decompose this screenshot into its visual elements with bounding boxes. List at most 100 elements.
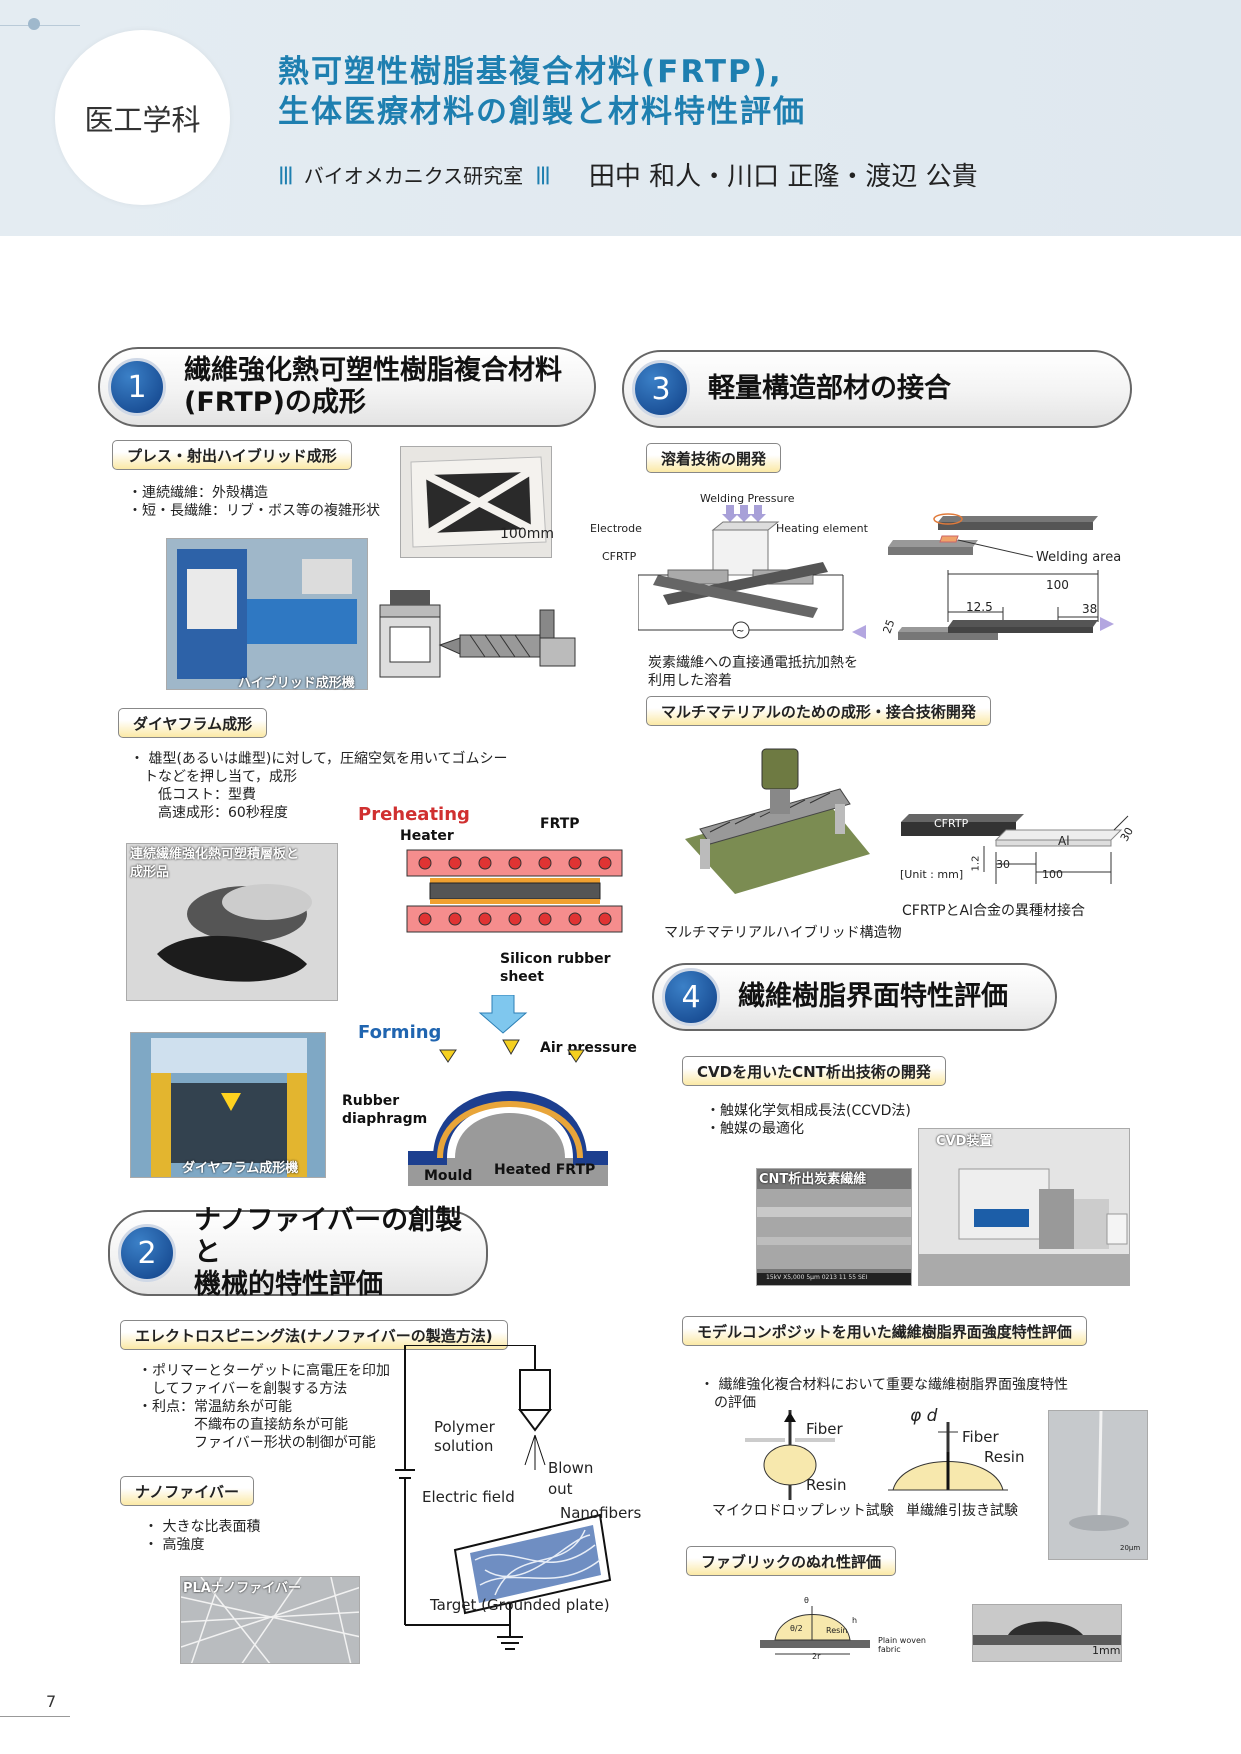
silicon-rubber-label: Silicon rubber sheet [500,951,611,985]
microdroplet-diagram [745,1410,835,1500]
frtp-label: FRTP [540,816,580,832]
header-decoration-dot [28,18,40,30]
resin-label-3: Resin [826,1626,848,1635]
text-interface-strength: ・ 繊維強化複合材料において重要な繊維樹脂界面強度特性 の評価 [700,1377,1069,1411]
forming-diagram [408,1039,608,1186]
section-4-title: 繊維樹脂界面特性評価 [738,981,1008,1012]
caption-pull-out: 単繊維引抜き試験 [906,1503,1018,1519]
theta-label: θ [804,1596,809,1605]
preheating-diagram [406,849,623,933]
dimension-38: 38 [1082,602,1098,616]
laminate-illustration [157,884,312,982]
wettability-diagram [760,1606,870,1655]
pull-out-photo-illustration [1069,1411,1129,1531]
unit-label: [Unit : mm] [900,868,964,881]
resin-label-2: Resin [984,1448,1025,1466]
air-pressure-label: Air pressure [540,1040,637,1056]
dimension-30-overlap: 30 [996,858,1010,871]
svg-text:~: ~ [736,626,744,637]
cnt-fiber-illustration [757,1189,911,1285]
pla-nanofiber-label: PLAナノファイバー [183,1581,301,1596]
welding-pressure-label: Welding Pressure [700,492,795,505]
cvd-apparatus-photo [918,1128,1130,1286]
section-3-header: 3 軽量構造部材の接合 [622,350,1132,428]
department-badge: 医工学科 [55,30,230,205]
authors: 田中 和人・川口 正隆・渡辺 公貴 [588,162,978,192]
text-electrospinning: ・ポリマーとターゲットに高電圧を印加 してファイバーを創製する方法 ・利点：常温… [138,1363,390,1451]
subheading-wettability: ファブリックのぬれ性評価 [686,1546,897,1576]
h-label: h [852,1616,858,1625]
subheading-diaphragm: ダイヤフラム成形 [118,708,268,738]
subheading-welding: 溶着技術の開発 [646,443,782,473]
page-number: 7 [46,1692,57,1711]
bars-icon: ||| [535,164,551,185]
heating-element-label: Heating element [776,522,868,535]
page-footer-line [0,1716,70,1717]
electrospinning-diagram [395,1345,612,1650]
theta-half-label: θ/2 [790,1624,803,1633]
section-1-title: 繊維強化熱可塑性樹脂複合材料 (FRTP)の成形 [184,355,562,419]
cvd-apparatus-illustration [919,1168,1129,1285]
target-label: Target (Grounded plate) [430,1596,610,1614]
section-2-header: 2 ナノファイバーの創製と 機械的特性評価 [108,1205,488,1300]
scale-100mm: 100mm [500,526,554,542]
section-2-title: ナノファイバーの創製と 機械的特性評価 [194,1205,486,1301]
wettability-photo-illustration [973,1621,1121,1645]
cfrtp-label-2: CFRTP [934,817,969,830]
caption-multimaterial: マルチマテリアルハイブリッド構造物 [664,925,902,941]
pull-out-diagram [888,1422,1008,1491]
subheading-multimaterial: マルチマテリアルのための成形・接合技術開発 [646,696,991,726]
lab-name: バイオメカニクス研究室 [303,164,524,188]
section-number-badge: 4 [662,968,720,1026]
text-press-injection: ・連続繊維：外殻構造 ・短・長繊維：リブ・ボス等の複雑形状 [128,485,380,519]
laminate-label: 連続繊維強化熱可塑積層板と 成形品 [130,847,300,880]
section-2-title-line: ナノファイバーの創製と [194,1205,463,1268]
heated-frtp-label: Heated FRTP [494,1162,596,1178]
electrode-label: Electrode [590,522,642,535]
scale-1mm: 1mm [1092,1644,1121,1657]
heater-label: Heater [400,828,454,844]
section-number-badge: 3 [632,360,690,418]
section-number-badge: 1 [108,358,166,416]
resin-label: Resin [806,1476,847,1494]
cvd-apparatus-label: CVD装置 [936,1134,993,1149]
molded-part-photo [400,446,552,558]
text-cvd: ・触媒化学気相成長法(CCVD法) ・触媒の最適化 [706,1103,911,1137]
fiber-label: Fiber [806,1420,843,1438]
bars-icon: ||| [278,164,294,185]
subheading-interface-strength: モデルコンポジットを用いた繊維樹脂界面強度特性評価 [682,1316,1087,1346]
mould-label: Mould [424,1168,473,1184]
subheading-press-injection: プレス・射出ハイブリッド成形 [112,440,352,470]
section-number-badge: 2 [118,1224,176,1282]
page-title: 熱可塑性樹脂基複合材料(FRTP), 生体医療材料の創製と材料特性評価 [278,52,806,132]
lap-joint-diagram [852,513,1114,640]
cfrtp-al-joint-diagram [901,814,1129,884]
diaphragm-machine-label: ダイヤフラム成形機 [182,1161,299,1176]
text-nanofiber: ・ 大きな比表面積 ・ 高強度 [144,1519,261,1553]
welding-area-label: Welding area [1036,550,1122,565]
title-line-1: 熱可塑性樹脂基複合材料(FRTP), [278,54,783,90]
text-welding: 炭素繊維への直接通電抵抗加熱を 利用した溶着 [648,655,858,689]
section-1-title-line: 繊維強化熱可塑性樹脂複合材料 [184,355,562,386]
cfrtp-label: CFRTP [602,550,637,563]
hybrid-machine-photo [166,538,368,690]
text-diaphragm: ・ 雄型(あるいは雌型)に対して，圧縮空気を用いてゴムシー トなどを押し当て，成… [130,751,508,821]
electric-field-label: Electric field [422,1488,515,1506]
fiber-label-2: Fiber [962,1428,999,1446]
dimension-100-al: 100 [1042,868,1063,881]
cnt-fiber-label: CNT析出炭素繊維 [759,1172,867,1187]
laminate-photo [126,843,338,1001]
forming-label: Forming [358,1022,442,1043]
subheading-cvd: CVDを用いたCNT析出技術の開発 [682,1056,946,1086]
subheading-nanofiber: ナノファイバー [120,1476,254,1506]
diaphragm-machine-illustration [151,1038,307,1177]
phi-d-label: φ d [910,1406,938,1426]
pull-out-photo [1048,1410,1148,1560]
section-4-header: 4 繊維樹脂界面特性評価 [652,963,1057,1031]
2r-label: 2r [812,1652,821,1661]
diaphragm-machine-photo [130,1032,326,1178]
scale-20um: 20μm [1120,1544,1141,1552]
hybrid-machine-illustration [177,549,357,679]
pla-nanofiber-illustration [181,1577,359,1663]
hybrid-molding-diagram [379,590,576,678]
